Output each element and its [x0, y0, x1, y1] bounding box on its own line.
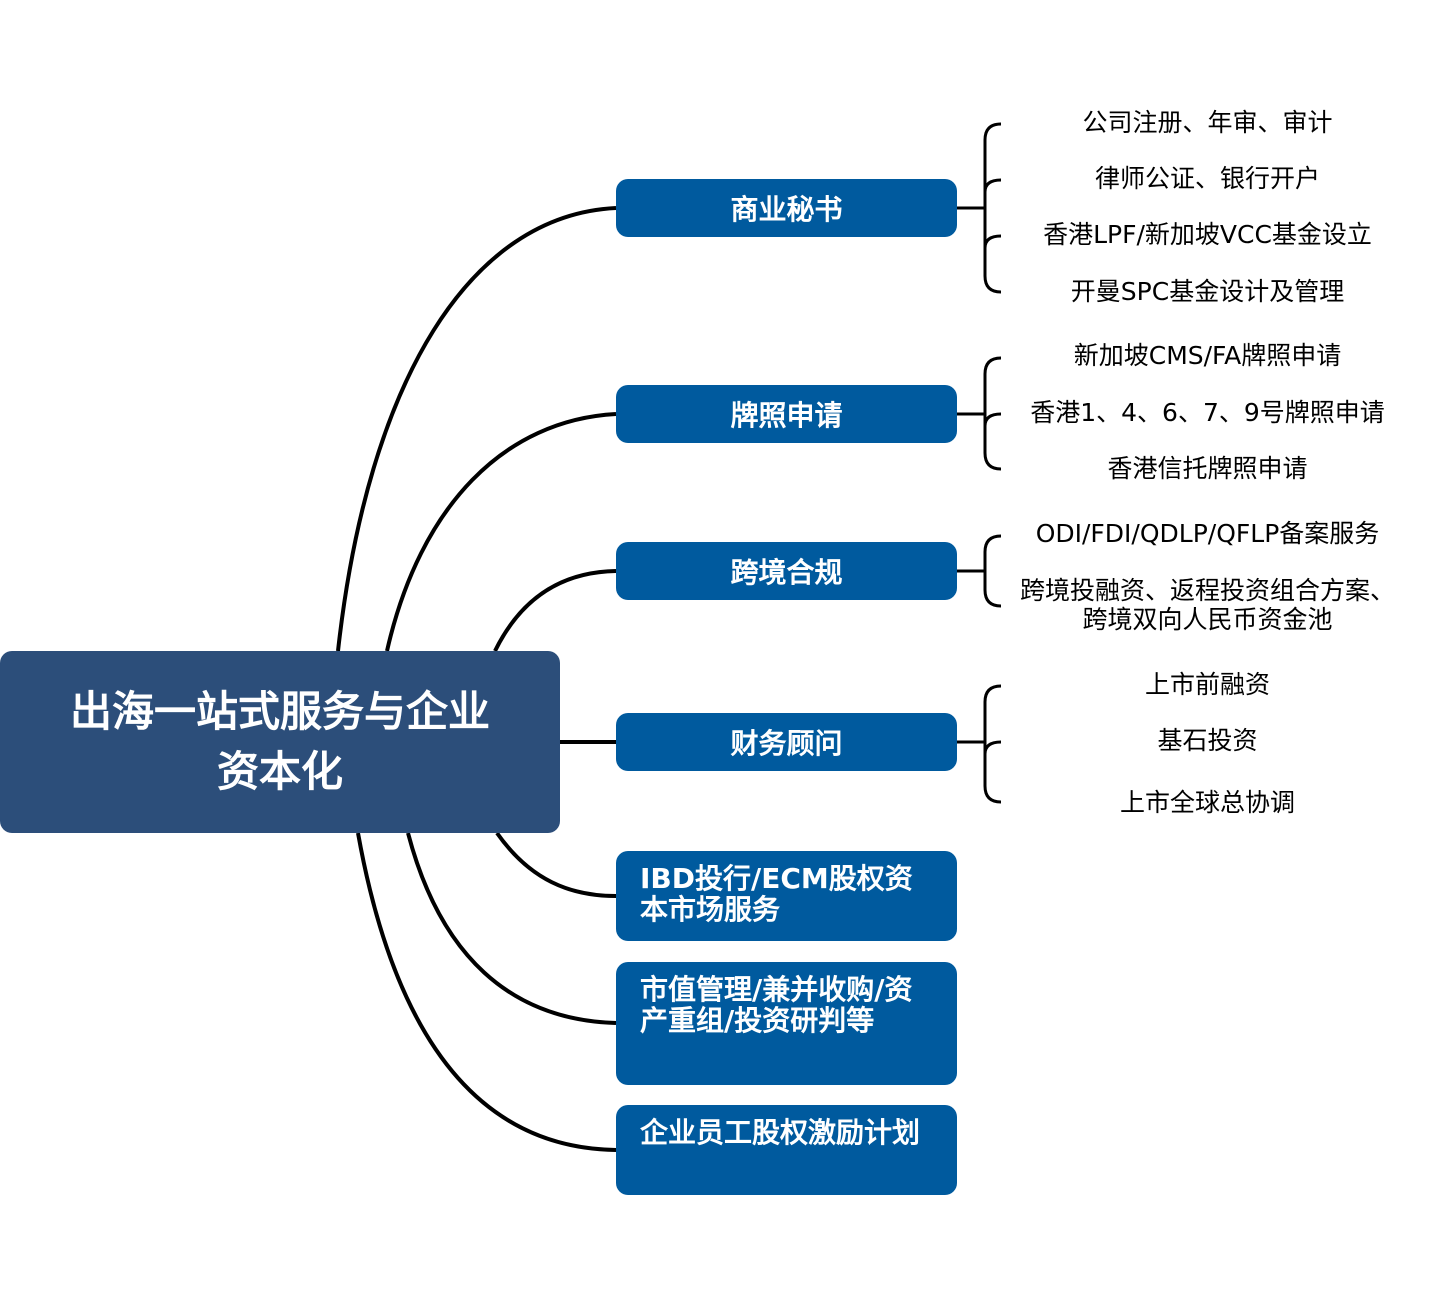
bracket-tick-1-0 — [983, 412, 1002, 427]
branch-employee-equity-incentive[interactable]: 企业员工股权激励计划 — [616, 1105, 957, 1195]
bracket-1 — [983, 356, 1002, 471]
root-title: 出海一站式服务与企业资本化 — [69, 687, 490, 796]
leaf-item: 开曼SPC基金设计及管理 — [1070, 277, 1345, 306]
leaf-item: 上市全球总协调 — [1119, 788, 1295, 817]
leaf-item: ODI/FDI/QDLP/QFLP备案服务 — [1035, 519, 1380, 548]
connector-cross-border-compliance — [493, 569, 617, 652]
bracket-0 — [983, 122, 1002, 294]
branch-label: IBD投行/ECM股权资本市场服务 — [640, 862, 913, 926]
leaf-item: 香港1、4、6、7、9号牌照申请 — [1030, 398, 1385, 427]
bracket-2 — [983, 534, 1002, 608]
branch-license-application[interactable]: 牌照申请 — [616, 385, 957, 443]
connector-license-application — [385, 412, 617, 652]
branch-label: 市值管理/兼并收购/资产重组/投资研判等 — [640, 973, 913, 1037]
branch-financial-advisory[interactable]: 财务顾问 — [616, 713, 957, 771]
leaf-item: 公司注册、年审、审计 — [1082, 108, 1333, 137]
leaf-item: 香港LPF/新加坡VCC基金设立 — [1043, 220, 1372, 249]
leaf-item: 律师公证、银行开户 — [1094, 164, 1320, 193]
branch-label: 跨境合规 — [730, 556, 843, 589]
branch-label: 企业员工股权激励计划 — [640, 1116, 921, 1149]
leaf-item: 上市前融资 — [1144, 670, 1270, 699]
bracket-tick-0-1 — [983, 234, 1002, 249]
branch-cross-border-compliance[interactable]: 跨境合规 — [616, 542, 957, 600]
connector-market-value-management — [406, 832, 617, 1025]
leaf-item: 跨境投融资、返程投资组合方案、跨境双向人民币资金池 — [1020, 576, 1396, 634]
branch-ibd-ecm[interactable]: IBD投行/ECM股权资本市场服务 — [616, 851, 957, 941]
connector-ibd-ecm — [495, 831, 617, 898]
connector-business-secretary — [336, 206, 617, 652]
leaf-item: 香港信托牌照申请 — [1107, 454, 1308, 483]
branch-business-secretary[interactable]: 商业秘书 — [616, 179, 957, 237]
branch-label: 商业秘书 — [730, 193, 843, 226]
branch-label: 财务顾问 — [730, 727, 843, 760]
leaf-item: 基石投资 — [1157, 726, 1258, 755]
bracket-tick-3-0 — [983, 740, 1002, 755]
branch-label: 牌照申请 — [730, 399, 843, 432]
bracket-tick-0-0 — [983, 178, 1002, 193]
bracket-3 — [983, 684, 1002, 804]
root-node: 出海一站式服务与企业资本化 — [0, 651, 560, 833]
branch-market-value-management[interactable]: 市值管理/兼并收购/资产重组/投资研判等 — [616, 962, 957, 1085]
connector-employee-equity-incentive — [356, 832, 617, 1152]
leaf-item: 新加坡CMS/FA牌照申请 — [1073, 341, 1342, 370]
